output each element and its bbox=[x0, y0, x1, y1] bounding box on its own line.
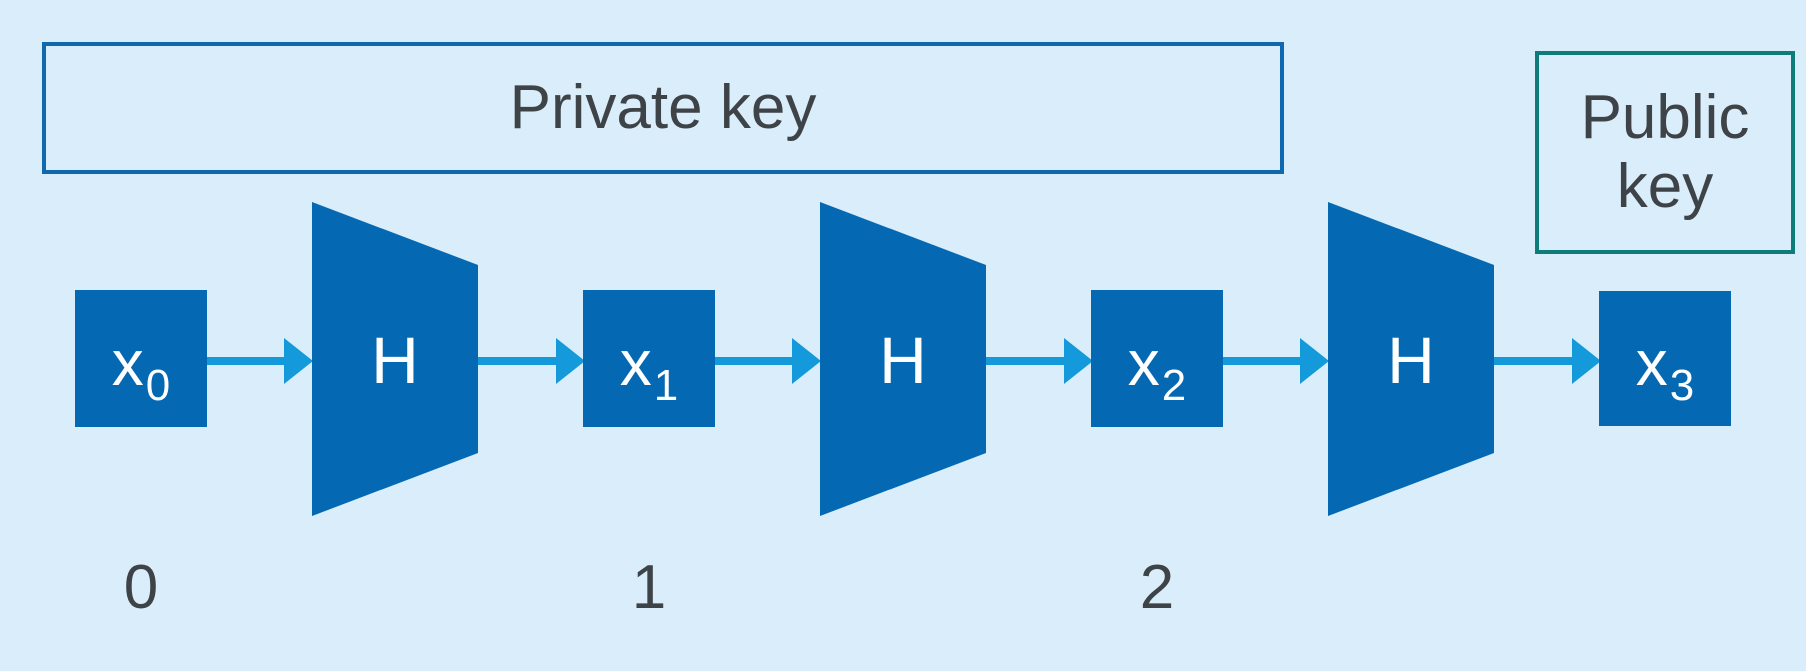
state-symbol: x bbox=[620, 327, 652, 399]
arrow-x2-to-h3 bbox=[1222, 338, 1329, 384]
svg-text:x0: x0 bbox=[112, 327, 170, 410]
step-label-0: 0 bbox=[124, 553, 158, 622]
state-subscript: 3 bbox=[1670, 361, 1694, 410]
state-box-x0: x0 bbox=[75, 290, 207, 427]
step-label-1: 1 bbox=[632, 553, 666, 622]
public-key-box: Public key bbox=[1535, 51, 1795, 254]
svg-text:x2: x2 bbox=[1128, 327, 1186, 410]
hash-block-2: H bbox=[820, 202, 986, 516]
state-subscript: 1 bbox=[654, 361, 678, 410]
arrow-x1-to-h2 bbox=[714, 338, 821, 384]
arrow-h3-to-x3 bbox=[1494, 338, 1601, 384]
hash-block-1: H bbox=[312, 202, 478, 516]
state-subscript: 2 bbox=[1162, 361, 1186, 410]
arrows-layer bbox=[206, 338, 1601, 384]
hash-label: H bbox=[879, 323, 927, 397]
private-key-box: Private key bbox=[42, 42, 1284, 174]
state-subscript: 0 bbox=[146, 361, 170, 410]
state-box-x1: x1 bbox=[583, 290, 715, 427]
step-labels: 0 1 2 bbox=[124, 553, 1174, 622]
step-label-2: 2 bbox=[1140, 553, 1174, 622]
hash-block-3: H bbox=[1328, 202, 1494, 516]
hash-label: H bbox=[1387, 323, 1435, 397]
arrow-x0-to-h1 bbox=[206, 338, 313, 384]
hash-label: H bbox=[371, 323, 419, 397]
svg-text:x1: x1 bbox=[620, 327, 678, 410]
state-box-x2: x2 bbox=[1091, 290, 1223, 427]
private-key-label: Private key bbox=[509, 72, 817, 142]
arrow-h1-to-x1 bbox=[478, 338, 585, 384]
svg-text:x3: x3 bbox=[1636, 327, 1694, 410]
public-key-label: Public key bbox=[1580, 83, 1750, 221]
state-symbol: x bbox=[1636, 327, 1668, 399]
arrow-h2-to-x2 bbox=[986, 338, 1093, 384]
state-symbol: x bbox=[112, 327, 144, 399]
state-symbol: x bbox=[1128, 327, 1160, 399]
state-box-x3: x3 bbox=[1599, 291, 1731, 426]
